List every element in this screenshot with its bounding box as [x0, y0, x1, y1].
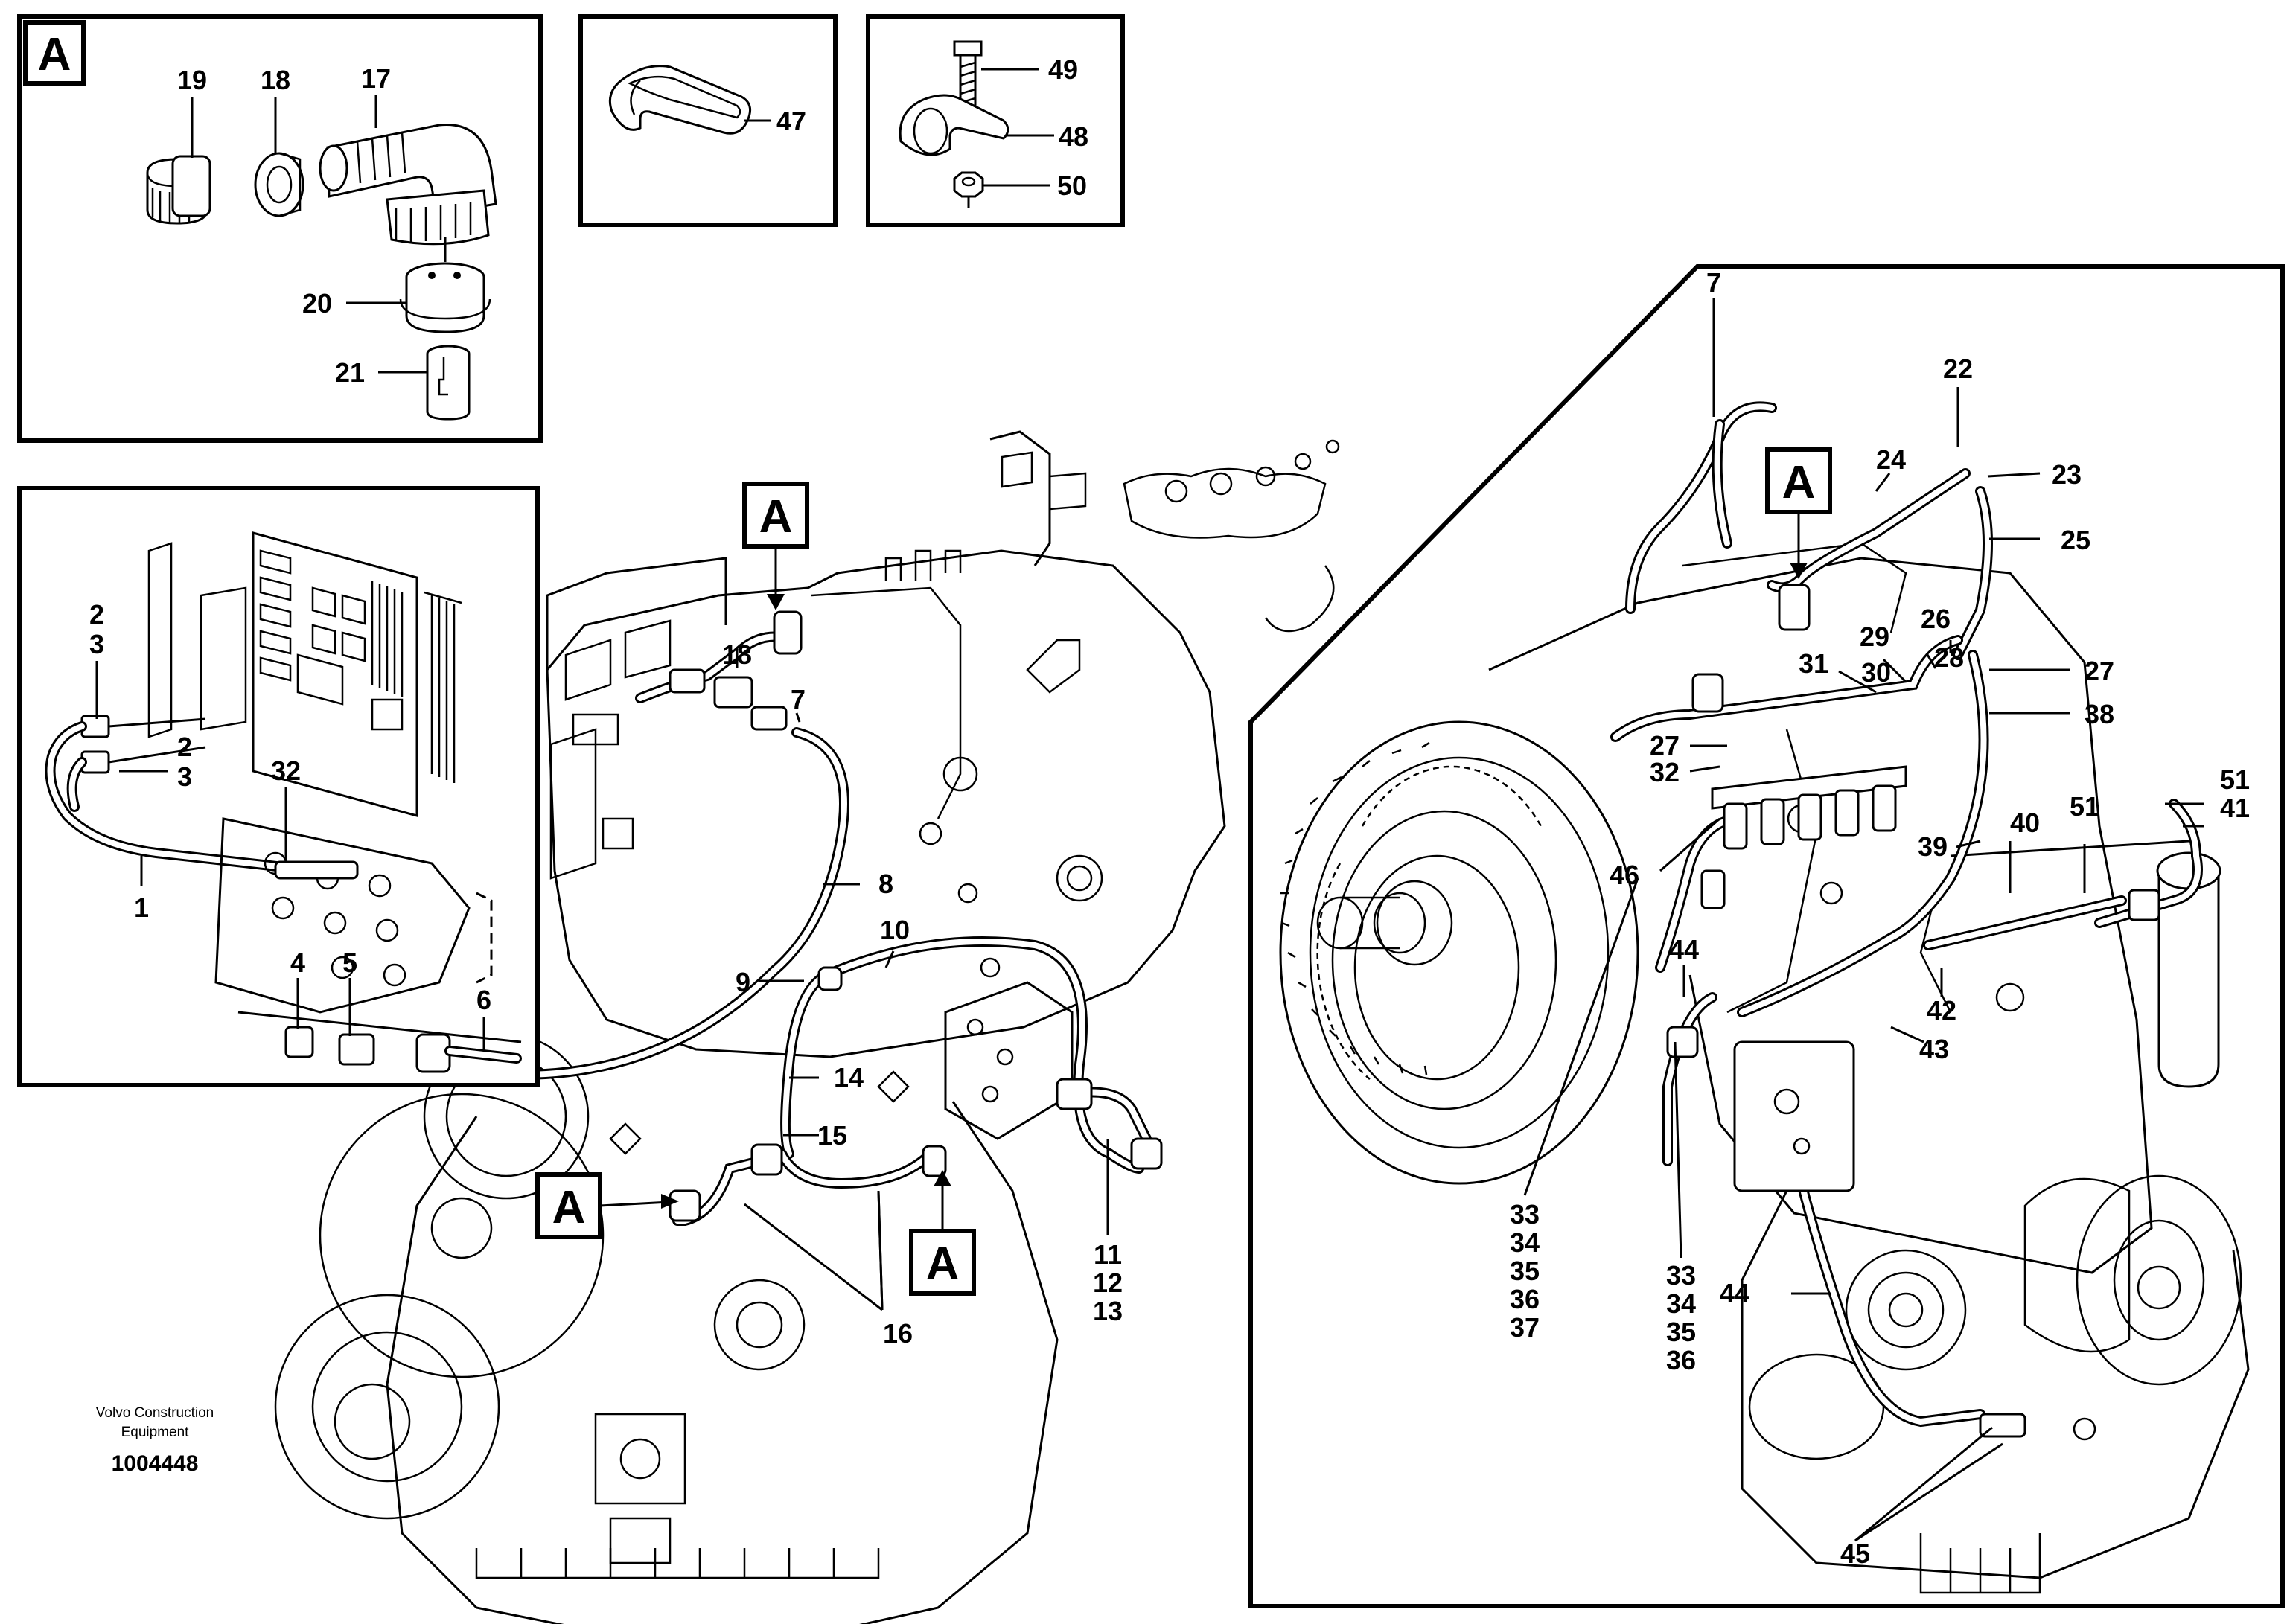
view-a-marker-right: A [1782, 457, 1816, 508]
elbow-17-drawing [319, 124, 497, 246]
brand-line-1: Volvo Construction [96, 1405, 214, 1421]
callout-right-23: 23 [2052, 459, 2082, 490]
view-a-marker-left: A [552, 1182, 586, 1233]
stack-right-2: 35 [1666, 1317, 1696, 1347]
stack-right-0: 33 [1666, 1260, 1696, 1291]
callout-right-25: 25 [2061, 525, 2090, 555]
callout-stack-left: 33 34 35 36 37 [1510, 1199, 1540, 1343]
callout-50: 50 [1057, 170, 1087, 201]
callout-main-13: 13 [1093, 1296, 1123, 1326]
callout-box-4: 4 [290, 947, 305, 978]
callout-right-43: 43 [1919, 1034, 1949, 1064]
sleeve-21-drawing [426, 345, 471, 421]
right-callouts: A 7 22 24 23 25 26 29 [1510, 267, 2250, 1569]
callout-main-15: 15 [817, 1120, 847, 1151]
detail-box-clip: 47 [578, 14, 838, 227]
callout-right-46: 46 [1610, 860, 1639, 890]
brand-line-2: Equipment [121, 1425, 190, 1440]
callout-right-30: 30 [1861, 657, 1891, 688]
callout-right-39: 39 [1918, 831, 1948, 862]
callout-right-44-upper: 44 [1669, 934, 1699, 965]
callout-20: 20 [302, 288, 332, 319]
callout-right-31: 31 [1799, 648, 1828, 679]
clip-47-drawing [608, 65, 752, 135]
callout-right-41: 41 [2220, 793, 2250, 823]
callout-18: 18 [261, 65, 290, 95]
callout-right-22: 22 [1943, 354, 1973, 384]
callout-main-7: 7 [791, 684, 806, 715]
callout-right-42: 42 [1927, 995, 1956, 1026]
clip-48-drawing [899, 94, 1009, 156]
callout-17: 17 [361, 63, 391, 94]
stack-right-3: 36 [1666, 1345, 1696, 1375]
callout-right-51-lower: 51 [2070, 791, 2099, 822]
callout-main-10: 10 [880, 915, 910, 945]
stack-right-1: 34 [1666, 1288, 1696, 1319]
right-wire-harness [1610, 401, 2203, 1438]
nut-19-drawing [146, 155, 211, 225]
ring-18-drawing [254, 152, 304, 217]
callout-right-27-upper: 27 [2085, 656, 2114, 686]
detail-panel-right [1248, 264, 2285, 1608]
callout-19: 19 [177, 65, 207, 95]
callout-47: 47 [776, 106, 806, 136]
callout-box-32: 32 [271, 755, 301, 786]
callout-main-12: 12 [1093, 1267, 1123, 1298]
callout-box-2-top: 2 [89, 599, 104, 630]
callout-box-5: 5 [342, 947, 357, 978]
detail-box-a: A [17, 14, 543, 443]
callout-main-8: 8 [878, 869, 893, 899]
callout-main-9: 9 [736, 967, 750, 997]
nut-50-drawing [953, 171, 984, 208]
callout-right-32: 32 [1650, 757, 1680, 787]
callout-main-11: 11 [1094, 1239, 1122, 1270]
drawing-number: 1004448 [112, 1451, 199, 1476]
callout-box-2-mid: 2 [177, 732, 192, 762]
callout-right-40: 40 [2010, 808, 2040, 838]
callout-21: 21 [335, 357, 365, 388]
callout-main-16: 16 [883, 1318, 913, 1349]
callout-right-29: 29 [1860, 621, 1889, 652]
stack-left-3: 36 [1510, 1284, 1540, 1314]
callout-right-38: 38 [2085, 699, 2114, 729]
detail-box-fastener: 49 48 50 [866, 14, 1125, 227]
callout-right-27-lower: 27 [1650, 730, 1680, 761]
footer: Volvo Construction Equipment 1004448 [96, 1405, 214, 1476]
callout-right-26: 26 [1921, 604, 1951, 634]
callout-49: 49 [1048, 54, 1078, 85]
view-a-marker-bottom: A [926, 1238, 960, 1290]
callout-box-3-top: 3 [89, 629, 104, 659]
callout-box-6: 6 [476, 985, 491, 1015]
stack-left-0: 33 [1510, 1199, 1540, 1230]
plug-20-drawing [399, 237, 491, 333]
main-wire-harness [516, 610, 1163, 1226]
stack-left-1: 34 [1510, 1227, 1540, 1258]
callout-stack-right: 33 34 35 36 [1666, 1260, 1696, 1375]
callout-main-18: 18 [722, 639, 752, 670]
callout-right-44-lower: 44 [1720, 1278, 1749, 1308]
callout-box-1: 1 [134, 892, 149, 923]
stack-left-2: 35 [1510, 1256, 1540, 1286]
callout-right-51-upper: 51 [2220, 764, 2250, 795]
callout-box-3-mid: 3 [177, 761, 192, 792]
callout-48: 48 [1059, 121, 1088, 152]
view-a-marker-top: A [759, 491, 793, 543]
callout-main-14: 14 [834, 1062, 864, 1093]
detail-a-leaders [191, 95, 427, 374]
stack-left-4: 37 [1510, 1312, 1540, 1343]
detail-a-title: A [38, 29, 71, 80]
main-callouts: A A A 18 7 8 10 9 14 15 16 11 12 13 [535, 482, 1123, 1349]
callout-right-7: 7 [1706, 267, 1721, 298]
detail-box-control-unit [17, 486, 540, 1087]
callout-right-45: 45 [1840, 1538, 1870, 1569]
callout-right-24: 24 [1876, 444, 1906, 475]
callout-right-28: 28 [1934, 642, 1964, 673]
